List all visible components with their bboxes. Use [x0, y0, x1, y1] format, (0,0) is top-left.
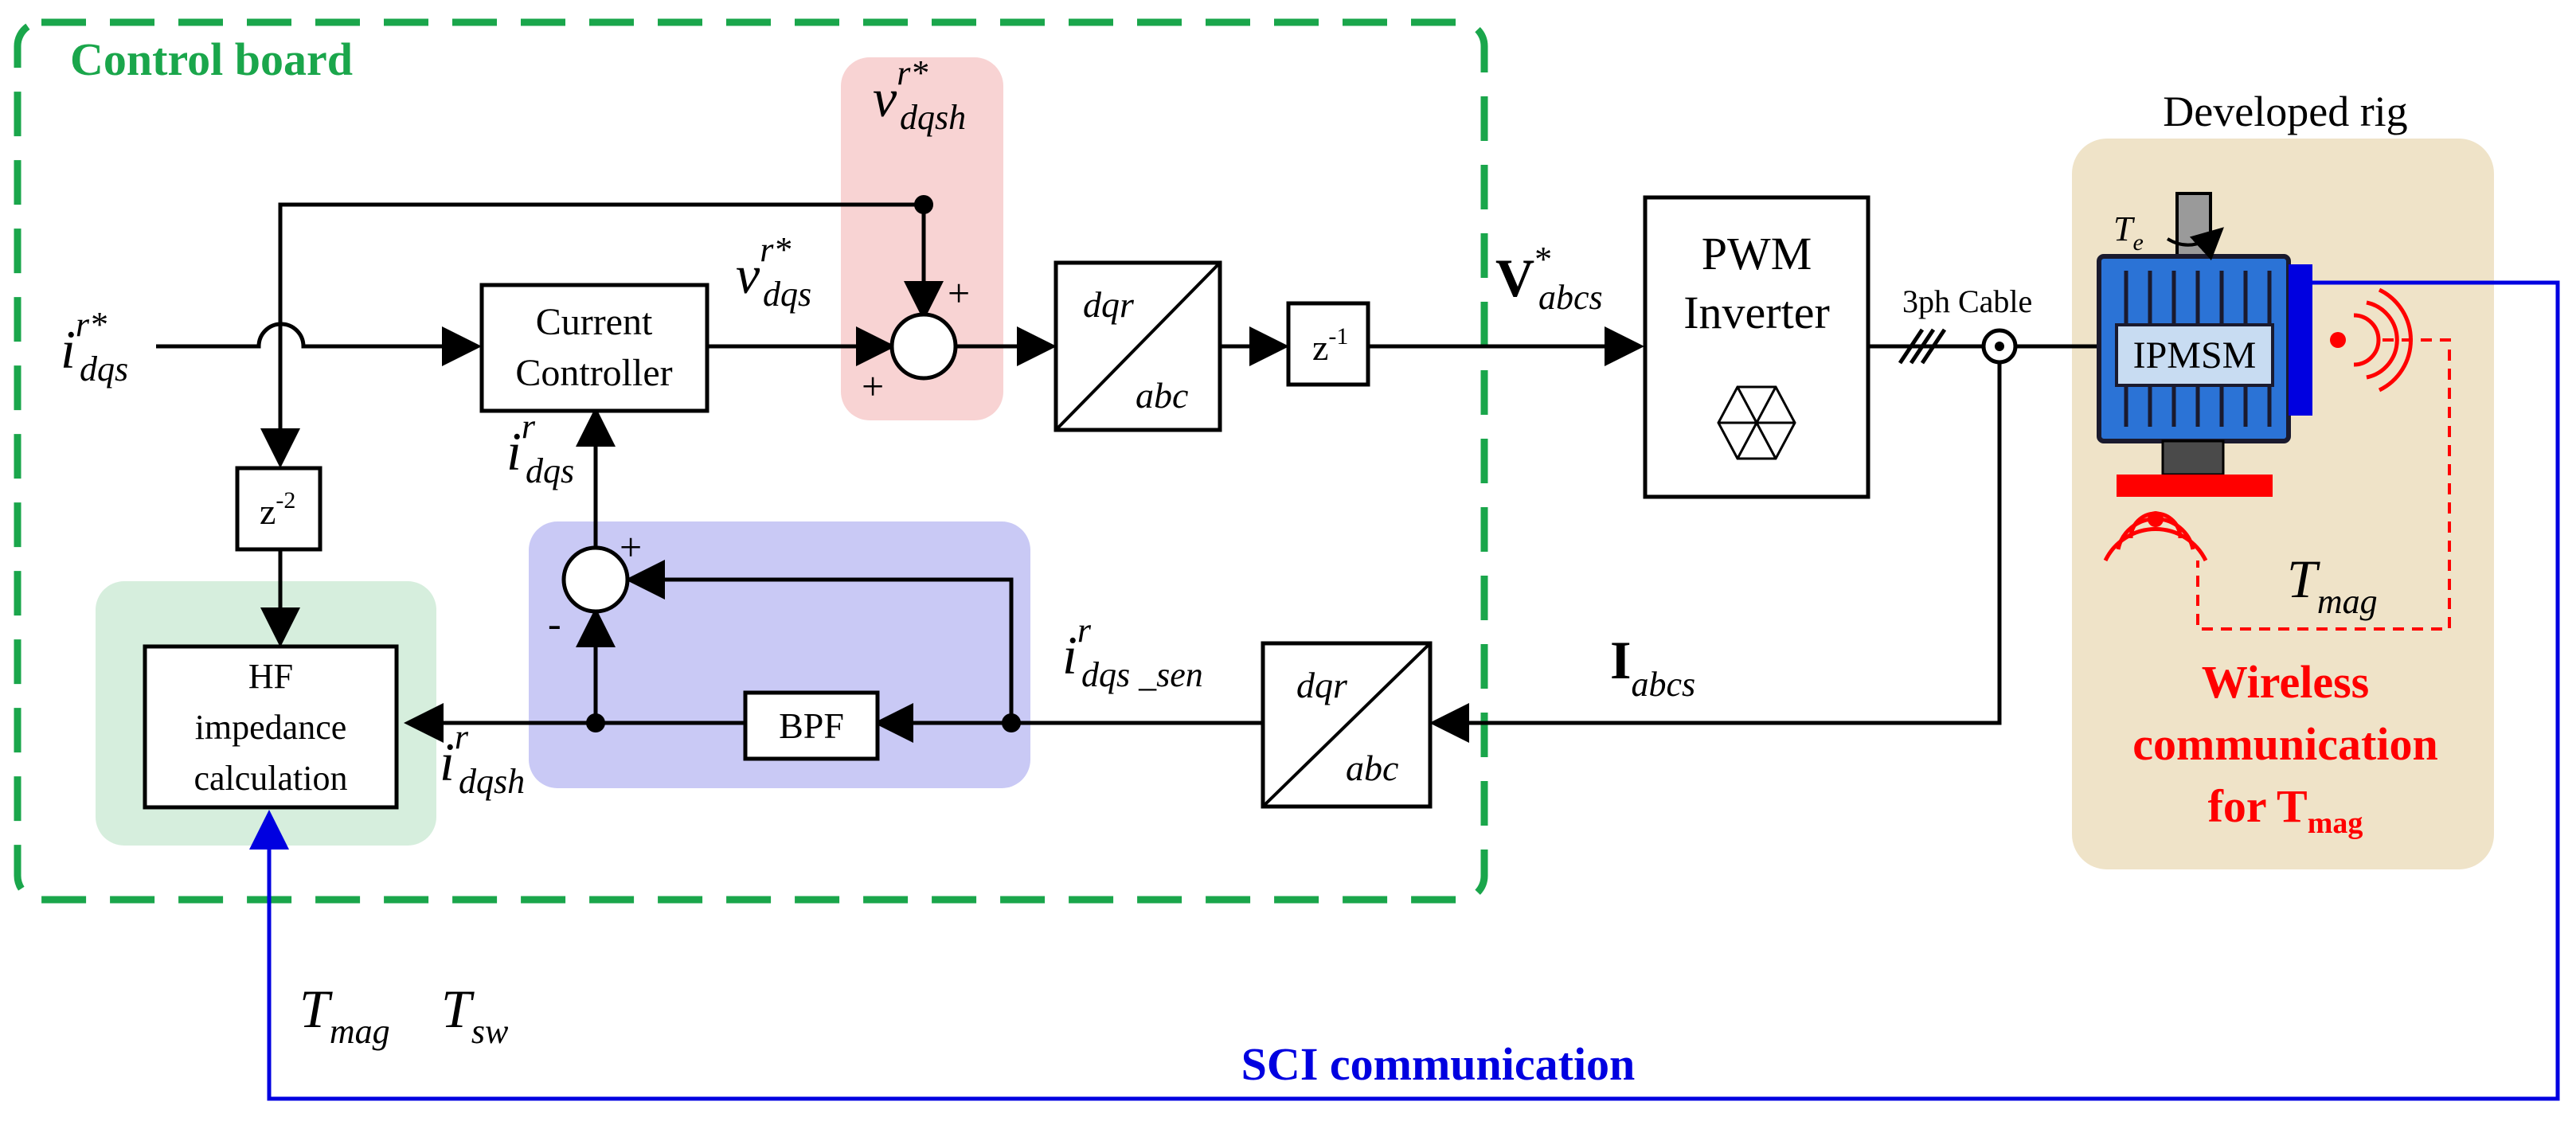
dq-to-abc-top: dqr: [1083, 284, 1135, 325]
hf-label-3: calculation: [193, 759, 347, 798]
wire-feedback-to-subtractor: [625, 560, 1014, 723]
summer-plus-top: +: [948, 271, 970, 315]
dq-to-abc-bottom: abc: [1136, 375, 1188, 416]
symbol-v-dqs-ref: vr*dqs: [736, 230, 811, 314]
voltage-summer: [889, 312, 958, 381]
symbol-i-abcs: Iabcs: [1610, 630, 1695, 704]
cable-slash-marks: [1898, 328, 1947, 365]
junction-top: [914, 195, 933, 214]
hf-label-1: HF: [248, 657, 293, 696]
sci-communication-path: [249, 280, 2560, 1101]
abc-to-dq-bottom: abc: [1346, 748, 1398, 788]
symbol-t-sw: Tsw: [441, 978, 509, 1051]
wireless-transmitter-dot: [2330, 332, 2346, 348]
pwm-label-2: Inverter: [1683, 287, 1830, 338]
current-subtractor: [561, 545, 630, 614]
subtractor-plus: +: [620, 525, 642, 569]
current-controller-label-2: Controller: [515, 352, 672, 394]
symbol-t-e: Te: [2113, 209, 2144, 256]
pwm-label-1: PWM: [1702, 228, 1812, 279]
hf-label-2: impedance: [195, 708, 347, 747]
symbol-v-dqsh-ref: vr*dqsh: [873, 53, 966, 137]
z2-label: z-2: [260, 487, 295, 532]
control-board-boundary: [14, 18, 1488, 904]
wireless-receiver-dot: [2148, 511, 2164, 527]
bpf-label: BPF: [779, 705, 844, 746]
wire-sensor-to-abc2dq: [1429, 362, 2002, 743]
ipmsm-label-box: [2115, 323, 2274, 387]
symbol-t-mag-rig: Tmag: [2287, 549, 2378, 621]
hexagon-icon: [1717, 385, 1796, 460]
symbol-t-mag-bottom: Tmag: [299, 978, 390, 1051]
subtractor-minus: -: [548, 601, 561, 646]
summer-plus-left: +: [862, 364, 884, 408]
pwm-inverter-block: [1643, 195, 1870, 499]
wireless-label-1: Wireless: [2202, 656, 2370, 708]
symbol-i-dqs-ref: ir*dqs: [61, 305, 128, 389]
torque-arrow-icon: [2166, 227, 2224, 261]
wire-top-bypass: [260, 202, 924, 468]
wireless-label-3: for Tmag: [2208, 780, 2363, 840]
junction-feedback: [1002, 713, 1021, 732]
wireless-label-2: communication: [2132, 718, 2437, 770]
symbol-v-abcs: V*abcs: [1495, 240, 1603, 317]
junction-idqsh: [586, 713, 605, 732]
control-board-title: Control board: [70, 33, 353, 85]
current-controller-block: [479, 283, 709, 413]
wire-input-to-controller: [156, 322, 482, 366]
sci-communication-label: SCI communication: [1241, 1038, 1636, 1090]
z1-label: z-1: [1312, 323, 1348, 368]
current-controller-label-1: Current: [536, 301, 653, 343]
z1-delay-block: [1286, 301, 1370, 387]
hf-impedance-block: [143, 644, 399, 810]
cable-label: 3ph Cable: [1902, 283, 2032, 319]
bpf-block: [743, 690, 880, 761]
abc-to-dq-top: dqr: [1296, 665, 1348, 705]
z2-delay-block: [235, 466, 322, 552]
ipmsm-label: IPMSM: [2133, 334, 2257, 377]
developed-rig-title: Developed rig: [2163, 88, 2407, 135]
wireless-link-dashed: [2196, 338, 2451, 631]
